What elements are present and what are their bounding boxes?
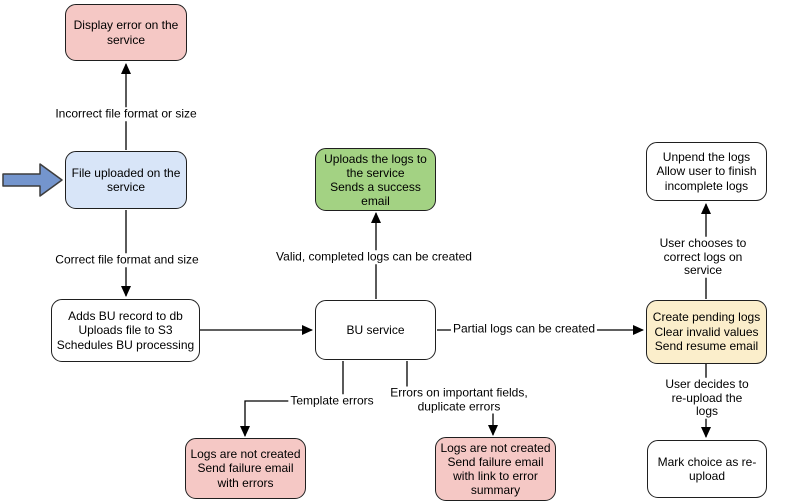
node-adds-bu-record: Adds BU record to db Uploads file to S3 … <box>51 299 200 362</box>
node-display-error: Display error on the service <box>65 4 187 61</box>
node-logs-failure-errors: Logs are not created Send failure email … <box>185 438 306 499</box>
edge-label-partial-logs: Partial logs can be created <box>450 321 598 336</box>
edge-label-template-errors: Template errors <box>288 393 376 408</box>
entry-pointer-icon <box>2 163 63 197</box>
edge-label-user-corrects: User chooses to correct logs on service <box>654 236 752 278</box>
node-bu-service: BU service <box>315 300 436 360</box>
edge-label-important-fields: Errors on important fields, duplicate er… <box>388 385 530 414</box>
edge-label-valid-completed: Valid, completed logs can be created <box>274 249 474 264</box>
node-file-uploaded: File uploaded on the service <box>65 151 187 209</box>
node-mark-reupload: Mark choice as re- upload <box>647 440 767 498</box>
node-unpend-logs: Unpend the logs Allow user to finish inc… <box>646 142 767 201</box>
edge-label-incorrect-format: Incorrect file format or size <box>53 106 199 121</box>
node-logs-failure-summary: Logs are not created Send failure email … <box>435 437 556 501</box>
edge-label-user-reuploads: User decides to re-upload the logs <box>660 377 754 419</box>
edge-label-correct-format: Correct file format and size <box>53 252 201 267</box>
node-uploads-logs-success: Uploads the logs to the service Sends a … <box>315 148 436 211</box>
node-create-pending-logs: Create pending logs Clear invalid values… <box>646 300 767 364</box>
